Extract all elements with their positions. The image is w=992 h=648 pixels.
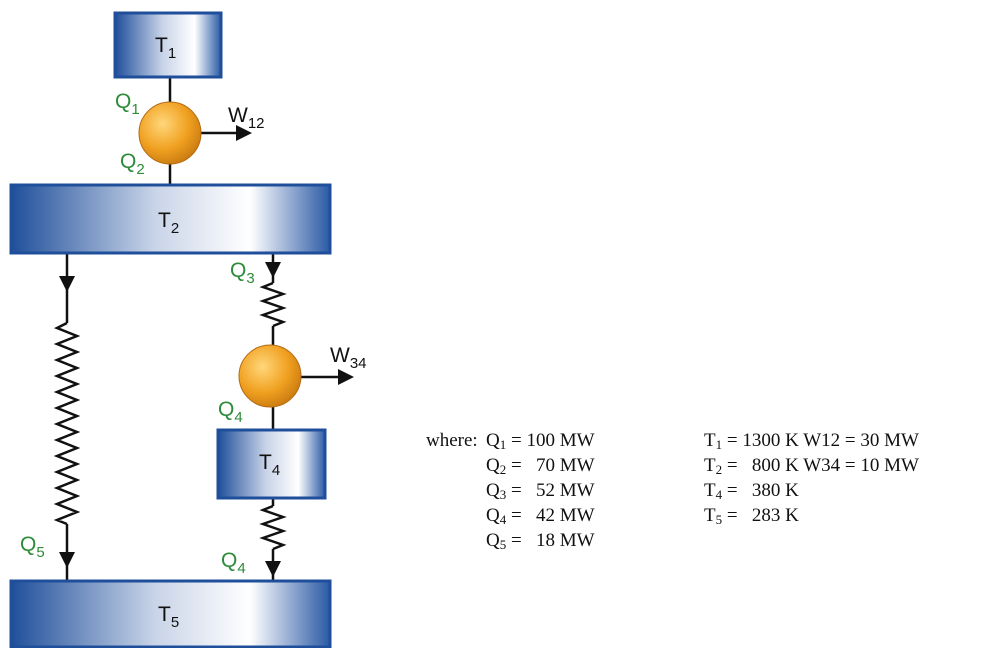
heat-engine-1 [138,101,202,165]
reservoir-t5 [9,579,332,648]
q3-arrowhead [265,262,281,278]
q4-spring [259,504,287,551]
legend-q4: Q4 = 42 MW [486,505,595,527]
t5-label: T5 [158,603,179,631]
reservoir-t2 [9,183,332,255]
legend-q5: Q5 = 18 MW [486,530,595,552]
q4-arrowhead [265,561,281,577]
q1-label: Q1 [115,90,140,118]
q5-spring [53,321,81,526]
legend-q3: Q3 = 52 MW [486,480,595,502]
w34-arrowhead [338,369,354,385]
t1-label: T1 [155,34,176,62]
w12-arrowhead [236,125,252,141]
reservoir-t1 [113,11,223,79]
legend-q1: Q1 = 100 MW [486,430,595,452]
q5-arrowhead-top [59,276,75,292]
legend-t2: T2 = 800 K W34 = 10 MW [704,455,919,477]
reservoir-t4 [216,428,327,500]
legend-t1: T1 = 1300 K W12 = 30 MW [704,430,919,452]
legend-where: where: [426,430,478,451]
legend-q2: Q2 = 70 MW [486,455,595,477]
q3-spring [259,281,287,328]
t4-label: T4 [259,451,280,479]
q4-lower-label: Q4 [221,549,246,577]
heat-engine-2 [238,344,302,408]
q5-arrowhead-bottom [59,552,75,568]
t2-label: T2 [158,209,179,237]
w34-label: W34 [330,344,367,372]
q4-upper-label: Q4 [218,398,243,426]
legend-t5: T5 = 283 K [704,505,799,527]
legend-t4: T4 = 380 K [704,480,799,502]
q2-label: Q2 [120,150,145,178]
q5-label: Q5 [20,533,45,561]
q3-label: Q3 [230,259,255,287]
w12-label: W12 [228,104,265,132]
